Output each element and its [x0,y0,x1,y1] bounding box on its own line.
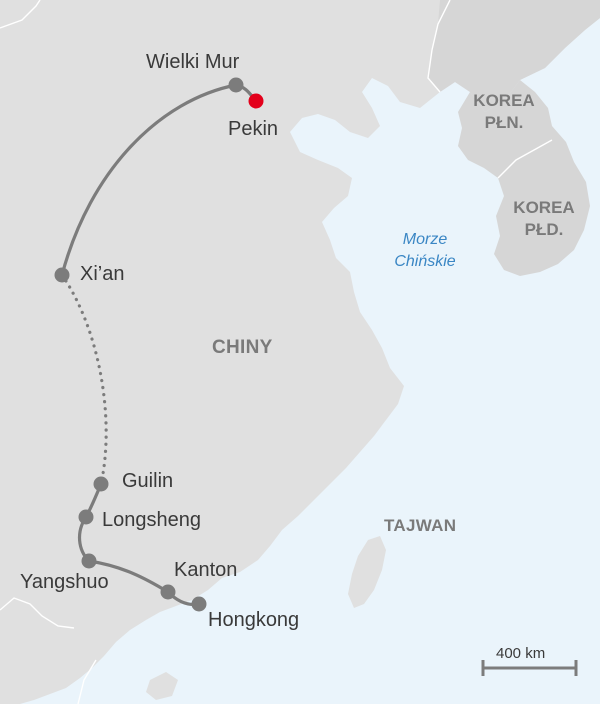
land-taiwan [348,536,386,608]
border-south [77,659,97,704]
sea-label: Morze Chińskie [380,229,470,273]
region-label-north-korea: KOREA PŁN. [466,90,542,134]
city-label-kanton: Kanton [174,559,238,581]
route [54,77,264,612]
region-label-taiwan: TAJWAN [384,516,457,535]
land-northeast [428,0,600,112]
border-west-north [0,0,41,29]
city-label-longsheng: Longsheng [102,509,201,531]
region-label-north-korea-line1: KOREA [473,91,535,110]
sea-label-line2: Chińskie [394,253,456,270]
city-label-guilin: Guilin [122,470,174,492]
region-label-china: CHINY [212,337,273,358]
city-label-wielki-mur: Wielki Mur [146,51,240,73]
land-korea [458,80,590,276]
korea-border-south [497,139,553,179]
stop-marker-kanton [160,584,176,600]
stop-marker-yangshuo [81,553,97,569]
region-label-south-korea: KOREA PŁD. [506,197,582,241]
land-island-south [146,672,178,700]
city-label-hongkong: Hongkong [208,609,300,631]
scale-bar [481,660,578,676]
border-southwest [0,597,75,629]
korea-border-north [427,0,451,93]
route-segment-5 [87,559,170,594]
stop-marker-xi-an [54,267,70,283]
sea-label-line1: Morze [402,231,448,248]
route-segment-2 [60,273,108,486]
stop-marker-pekin [248,93,264,109]
region-label-south-korea-line1: KOREA [513,198,575,217]
stop-marker-guilin [93,476,109,492]
region-label-north-korea-line2: PŁN. [484,113,524,132]
stop-marker-longsheng [78,509,94,525]
region-label-south-korea-line2: PŁD. [524,220,564,239]
stop-marker-wielki-mur [228,77,244,93]
stop-marker-hongkong [191,596,207,612]
route-segment-1 [60,83,238,277]
scale-label: 400 km [496,645,546,662]
city-label-yangshuo: Yangshuo [20,571,109,593]
city-label-xian: Xi’an [80,263,125,285]
city-label-pekin: Pekin [228,118,279,140]
